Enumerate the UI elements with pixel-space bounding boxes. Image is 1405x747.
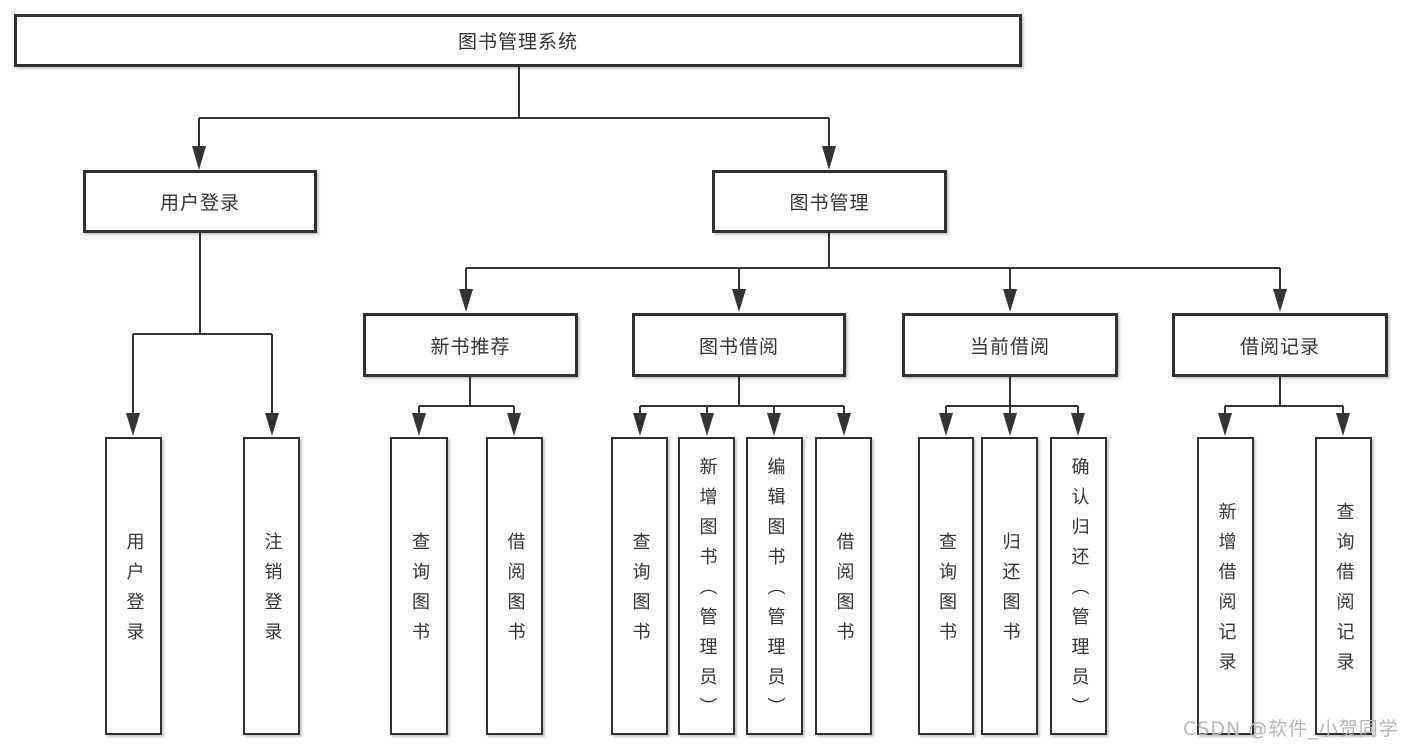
- leaf-label: 新增图书（管理员）: [696, 457, 718, 727]
- node-label: 图书管理系统: [457, 31, 578, 53]
- leaf-query-books-current: 查询图书: [918, 437, 974, 735]
- leaf-add-borrow-record: 新增借阅记录: [1197, 437, 1254, 735]
- node-label: 当前借阅: [969, 335, 1050, 358]
- leaf-label: 确认归还（管理员）: [1068, 457, 1090, 727]
- leaf-return-book: 归还图书: [981, 437, 1038, 735]
- leaf-user-login: 用户登录: [105, 437, 162, 735]
- node-current-borrow: 当前借阅: [902, 313, 1118, 377]
- node-label: 图书借阅: [698, 335, 779, 358]
- node-borrow-records: 借阅记录: [1172, 313, 1388, 377]
- leaf-label: 查询图书: [409, 532, 430, 652]
- leaf-label: 查询借阅记录: [1333, 502, 1355, 682]
- leaf-edit-book-admin: 编辑图书（管理员）: [746, 437, 803, 735]
- leaf-label: 新增借阅记录: [1215, 502, 1237, 682]
- leaf-label: 用户登录: [123, 532, 145, 652]
- node-label: 图书管理: [789, 192, 870, 214]
- leaf-borrow-books-recommend: 借阅图书: [486, 437, 543, 735]
- leaf-query-books-recommend: 查询图书: [390, 437, 448, 735]
- leaf-label: 查询图书: [629, 532, 651, 652]
- leaf-confirm-return-admin: 确认归还（管理员）: [1050, 437, 1107, 735]
- node-label: 借阅记录: [1239, 335, 1320, 358]
- leaf-label: 编辑图书（管理员）: [764, 457, 786, 727]
- leaf-label: 借阅图书: [833, 532, 855, 652]
- leaf-label: 借阅图书: [504, 532, 526, 652]
- leaf-label: 注销登录: [261, 532, 283, 652]
- leaf-query-borrow-record: 查询借阅记录: [1315, 437, 1372, 735]
- leaf-logout: 注销登录: [243, 437, 300, 735]
- csdn-watermark: CSDN @软件_小贺同学: [1183, 718, 1399, 740]
- node-label: 用户登录: [159, 192, 240, 214]
- leaf-add-book-admin: 新增图书（管理员）: [678, 437, 735, 735]
- node-library-management-system: 图书管理系统: [14, 14, 1022, 67]
- leaf-label: 查询图书: [936, 532, 957, 652]
- node-book-borrow: 图书借阅: [632, 313, 846, 377]
- leaf-query-books-borrow: 查询图书: [611, 437, 668, 735]
- node-book-management: 图书管理: [712, 170, 947, 233]
- leaf-borrow-books: 借阅图书: [815, 437, 872, 735]
- node-label: 新书推荐: [430, 335, 511, 358]
- leaf-label: 归还图书: [999, 532, 1021, 652]
- node-user-login: 用户登录: [83, 170, 317, 233]
- node-new-book-recommend: 新书推荐: [363, 313, 578, 377]
